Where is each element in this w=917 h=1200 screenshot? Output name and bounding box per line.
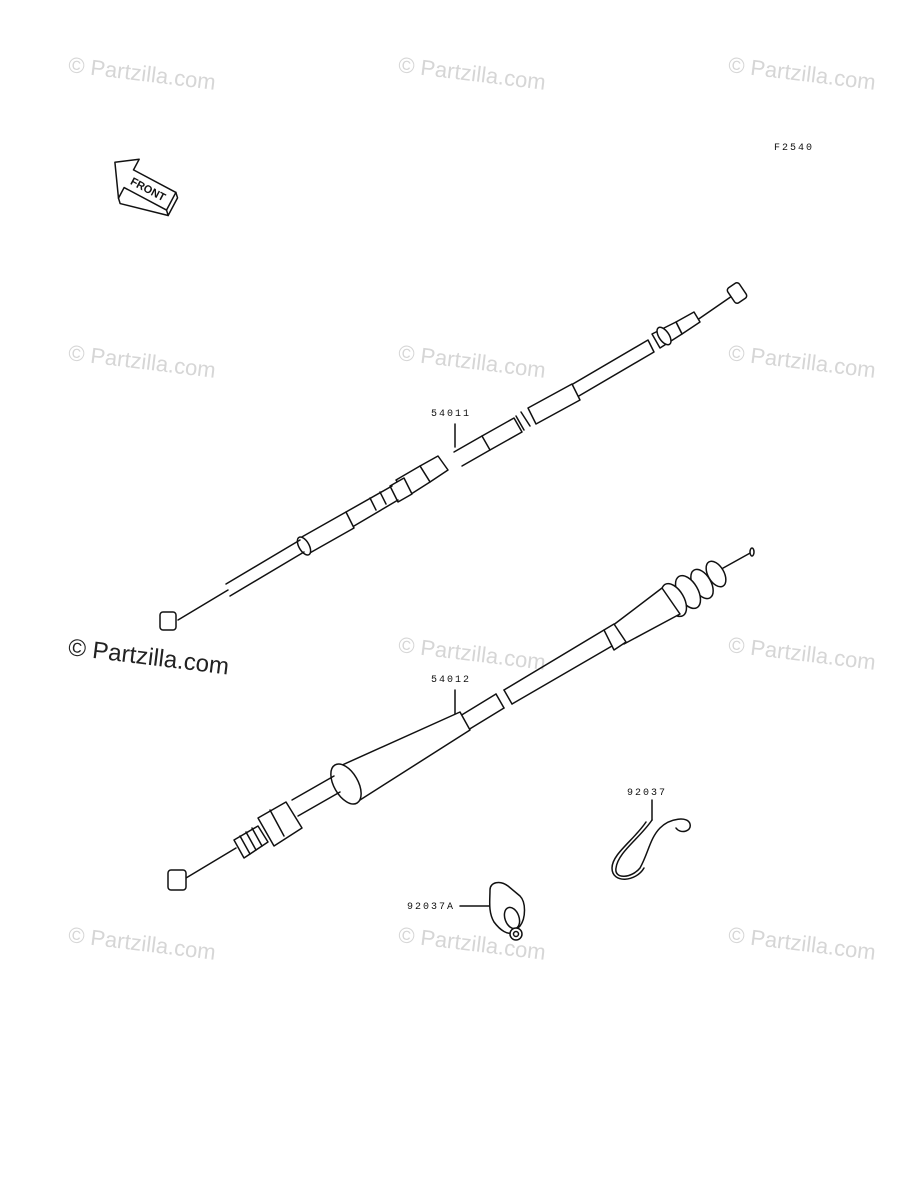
cable-54012 bbox=[167, 547, 755, 891]
part-label-92037a: 92037A bbox=[407, 902, 456, 913]
cable-54011 bbox=[159, 282, 748, 631]
part-label-92037: 92037 bbox=[627, 788, 668, 799]
part-label-54012: 54012 bbox=[431, 675, 472, 686]
figure-code: F2540 bbox=[774, 143, 815, 154]
part-label-54011: 54011 bbox=[431, 409, 472, 420]
clip-92037 bbox=[611, 799, 691, 880]
front-arrow-icon: FRONT bbox=[114, 158, 179, 217]
clamp-92037a bbox=[459, 881, 526, 941]
